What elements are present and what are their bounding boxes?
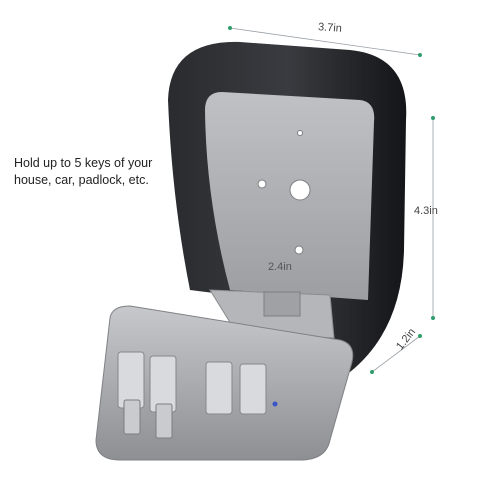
lock-box-interior — [205, 92, 375, 300]
combination-dials — [117, 351, 267, 415]
width-dimension-label: 3.7in — [317, 21, 343, 35]
latch-slot — [263, 291, 301, 317]
mounting-holes — [257, 130, 311, 255]
dial-levers — [123, 399, 173, 439]
inner-width-dimension-label: 2.4in — [268, 261, 292, 273]
reset-button — [272, 401, 278, 407]
height-dimension-label: 4.3in — [414, 205, 438, 217]
product-caption: Hold up to 5 keys of your house, car, pa… — [14, 156, 153, 187]
